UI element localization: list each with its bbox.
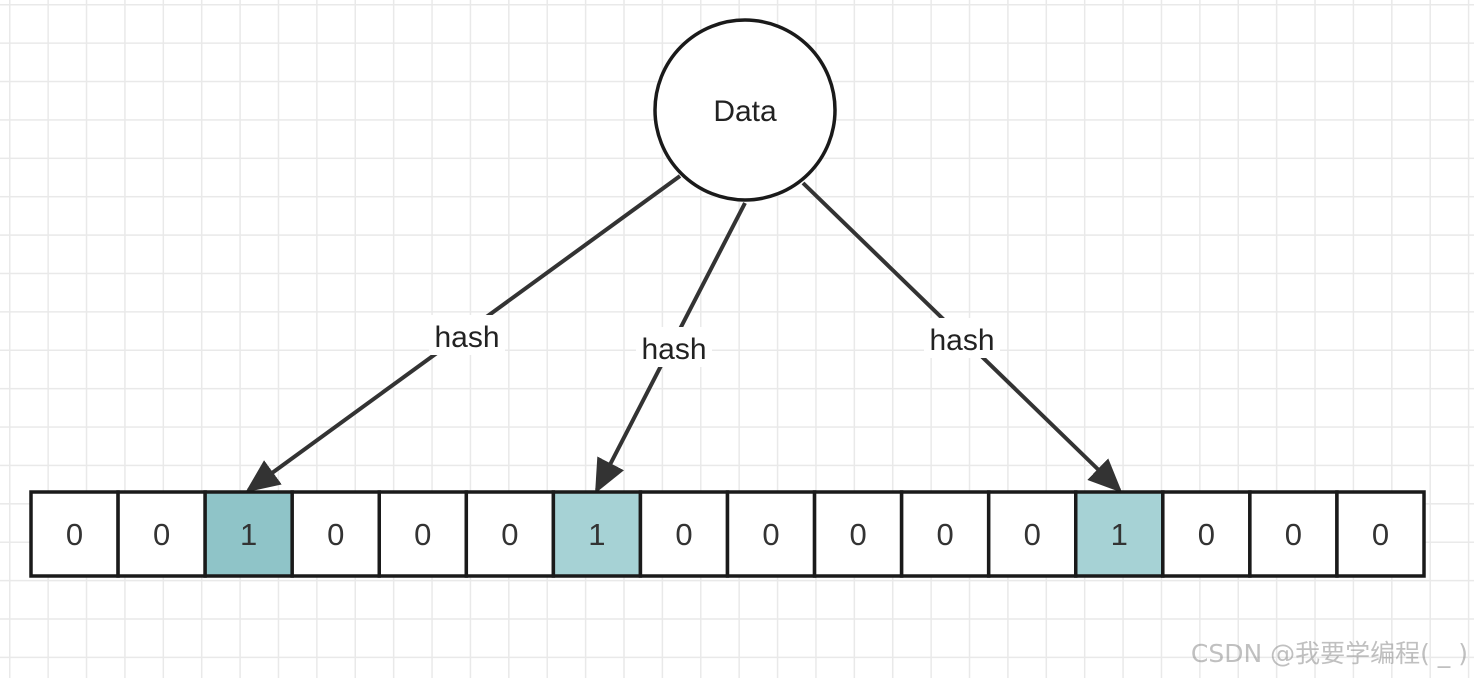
hash-label: hash (929, 324, 994, 357)
hash-label-background (924, 318, 1000, 358)
watermark: CSDN @我要学编程( _ ) (1190, 639, 1468, 668)
bit-value: 0 (849, 517, 866, 552)
hash-edge-labels: hash hash hash (429, 315, 1000, 367)
bit-cell (377, 490, 469, 578)
bit-cell (986, 490, 1078, 578)
bit-value: 1 (1111, 517, 1128, 552)
bit-cell (638, 490, 730, 578)
bit-value: 0 (1198, 517, 1215, 552)
bit-value: 1 (588, 517, 605, 552)
bit-value: 0 (762, 517, 779, 552)
data-node-label: Data (713, 95, 777, 128)
bit-cell (1161, 490, 1252, 578)
hash-label: hash (434, 321, 499, 354)
hash-label: hash (641, 333, 706, 366)
hash-label-background (636, 327, 712, 367)
bit-cell (725, 490, 817, 578)
bit-value: 0 (1285, 517, 1302, 552)
bit-array: 0 0 1 0 0 0 1 0 0 0 0 0 1 0 0 0 (29, 490, 1426, 578)
bit-value: 1 (240, 517, 257, 552)
bit-value: 0 (937, 517, 954, 552)
bit-value: 0 (1372, 517, 1389, 552)
bit-cell (899, 490, 991, 578)
data-node-circle (653, 18, 837, 202)
hash-label-background (429, 315, 505, 355)
bit-value: 0 (414, 517, 431, 552)
bit-cell (464, 490, 556, 578)
bit-value: 0 (501, 517, 518, 552)
bit-cell (290, 490, 381, 578)
bit-cell (812, 490, 904, 578)
bit-cell (1335, 490, 1426, 578)
bit-cell (29, 490, 120, 578)
bit-value: 0 (1024, 517, 1041, 552)
bit-value: 0 (675, 517, 692, 552)
data-node: Data (653, 18, 837, 202)
bit-value: 0 (66, 517, 83, 552)
bit-value: 0 (153, 517, 170, 552)
bit-cell (1074, 490, 1165, 578)
bit-value: 0 (327, 517, 344, 552)
